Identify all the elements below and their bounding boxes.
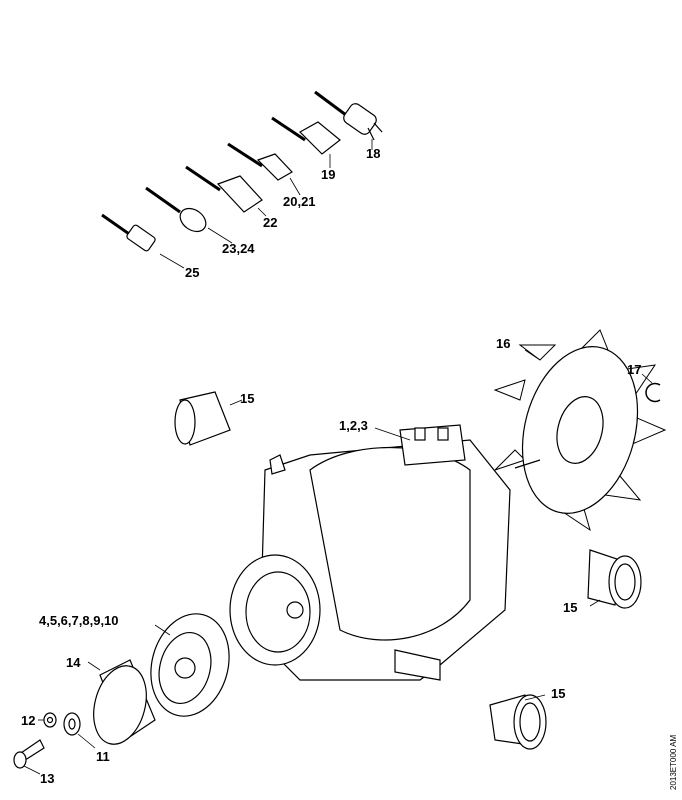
drawing-code: 2013ET000 AM	[669, 734, 678, 790]
circlip-drawing	[641, 373, 661, 403]
plug-19-drawing	[271, 116, 341, 168]
plug-18-drawing	[314, 90, 383, 150]
part-label-1-2-3: 1,2,3	[339, 418, 368, 433]
part-label-13: 13	[40, 771, 55, 786]
cap-right-drawing	[587, 549, 642, 609]
part-label-14: 14	[66, 655, 81, 670]
cap-top-left-drawing	[174, 391, 243, 446]
part-label-12: 12	[21, 713, 36, 728]
plug-23-24-drawing	[145, 186, 233, 244]
screw-drawing	[13, 739, 45, 775]
plug-22-drawing	[185, 165, 267, 217]
plug-25-drawing	[101, 213, 185, 269]
part-label-22: 22	[263, 215, 278, 230]
part-label-23-24: 23,24	[222, 241, 255, 256]
pulley-drawing	[87, 659, 156, 745]
fan-drawing	[493, 329, 667, 532]
part-label-19: 19	[321, 167, 336, 182]
motor-drawing	[229, 424, 511, 681]
part-label-15-top: 15	[240, 391, 255, 406]
washer-drawing	[63, 712, 96, 749]
part-label-15-right: 15	[563, 600, 578, 615]
part-label-4-10: 4,5,6,7,8,9,10	[39, 613, 119, 628]
part-label-25: 25	[185, 265, 200, 280]
cap-bottom-drawing	[489, 694, 547, 750]
part-label-15-bottom: 15	[551, 686, 566, 701]
bearing-cover-drawing	[150, 613, 230, 717]
plug-20-21-drawing	[227, 142, 301, 196]
part-label-18: 18	[366, 146, 381, 161]
nut-drawing	[38, 712, 57, 728]
part-label-20-21: 20,21	[283, 194, 316, 209]
part-label-11: 11	[96, 749, 110, 764]
part-label-16: 16	[496, 336, 511, 351]
part-label-17: 17	[627, 362, 642, 377]
